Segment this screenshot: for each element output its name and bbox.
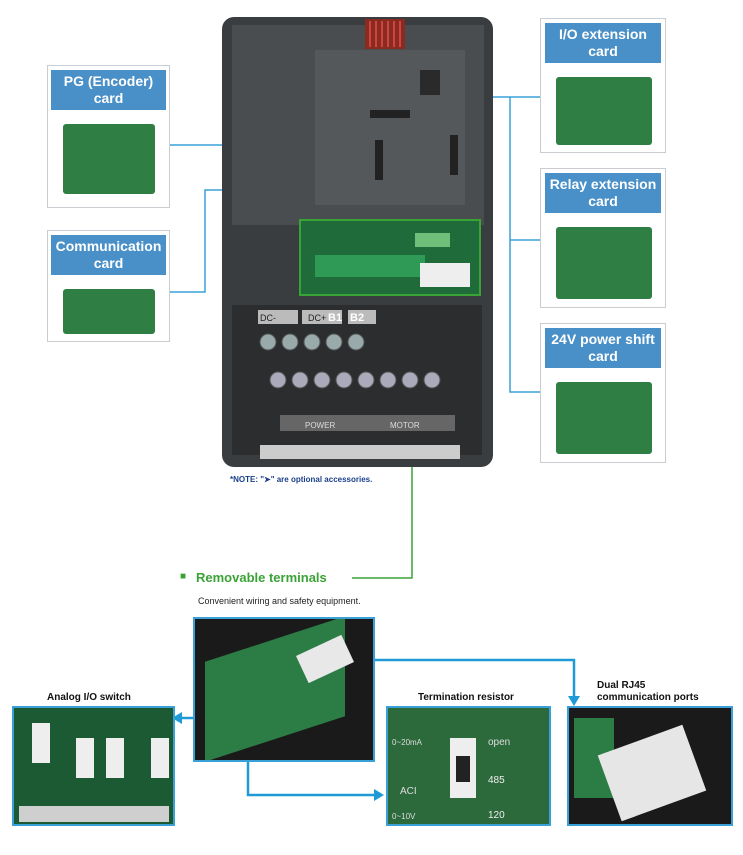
dc-plus-label: DC+ [308, 313, 326, 323]
485-label: 485 [488, 775, 505, 786]
power-shift-card-image [556, 382, 652, 454]
removable-terminals-title: Removable terminals [196, 570, 327, 585]
communication-card-title: Communication card [51, 235, 166, 275]
120-label: 120 [488, 810, 505, 821]
motor-label: MOTOR [390, 421, 420, 430]
io-extension-card-title: I/O extension card [545, 23, 661, 63]
ac-drive-image: DC- DC+ B1 B2 POWER MOTOR [222, 17, 493, 467]
rj45-caption: Dual RJ45 communication ports [597, 680, 699, 703]
bullet-icon: ■ [180, 571, 187, 582]
rj45-photo [567, 706, 733, 826]
communication-card-panel: Communication card [47, 230, 170, 342]
optional-accessories-note: *NOTE: "➤" are optional accessories. [230, 475, 373, 484]
termination-resistor-photo: open 485 120 0~20mA ACI 0~10V [386, 706, 551, 826]
relay-extension-card-title: Relay extension card [545, 173, 661, 213]
open-label: open [488, 737, 511, 748]
relay-extension-card-image [556, 227, 652, 299]
dc-minus-label: DC- [260, 313, 276, 323]
termination-resistor-caption: Termination resistor [418, 692, 514, 703]
ma-label: 0~20mA [392, 738, 423, 747]
communication-card-image [63, 289, 155, 334]
io-extension-card-image [556, 77, 652, 145]
analog-io-switch-photo [12, 706, 175, 826]
power-shift-card-title: 24V power shift card [545, 328, 661, 368]
analog-io-switch-caption: Analog I/O switch [47, 692, 131, 703]
pg-encoder-card-panel: PG (Encoder) card [47, 65, 170, 208]
io-extension-card-panel: I/O extension card [540, 18, 666, 153]
aci-label: ACI [400, 786, 417, 797]
removable-terminals-photo [193, 617, 375, 762]
b2-label: B2 [350, 312, 364, 324]
b1-label: B1 [328, 312, 342, 324]
pg-encoder-card-image [63, 124, 155, 194]
relay-extension-card-panel: Relay extension card [540, 168, 666, 308]
removable-terminals-subtitle: Convenient wiring and safety equipment. [198, 596, 361, 606]
pg-encoder-card-title: PG (Encoder) card [51, 70, 166, 110]
ten-volt-label: 0~10V [392, 812, 416, 821]
power-label: POWER [305, 421, 335, 430]
power-shift-card-panel: 24V power shift card [540, 323, 666, 463]
